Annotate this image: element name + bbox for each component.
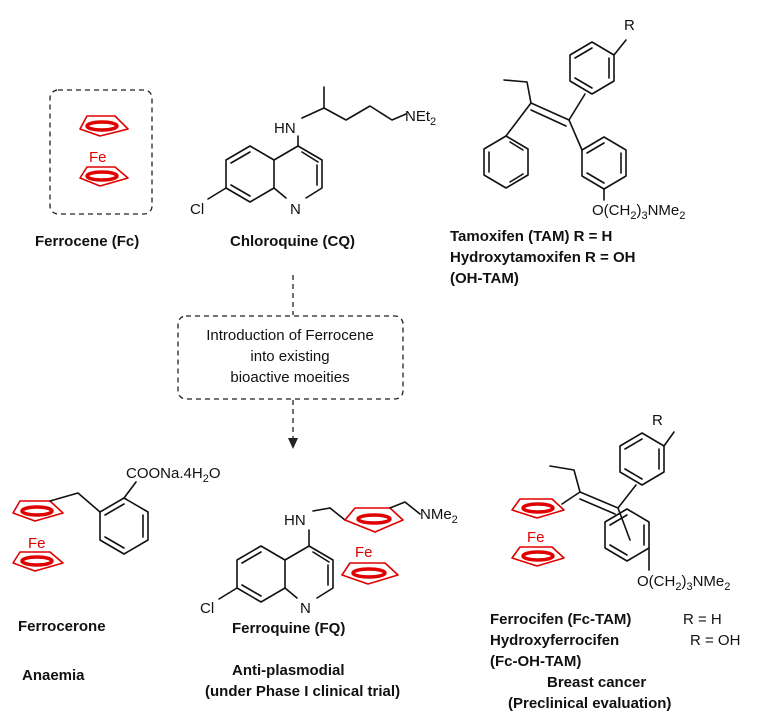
- fc-cp-ring-top: [12, 500, 64, 522]
- fe-label: Fe: [89, 149, 107, 166]
- fq-fe-label: Fe: [355, 544, 373, 561]
- tamoxifen-structure: R O(CH2)3NMe2: [483, 17, 685, 222]
- ferroquine-structure: Cl N HN NMe2 Fe: [200, 501, 458, 617]
- cq-cl-atom: Cl: [190, 201, 204, 218]
- phase1-label: (under Phase I clinical trial): [205, 683, 400, 700]
- ferrocifen-r-label: R = H: [683, 611, 722, 628]
- tam-ether-chain: O(CH2)3NMe2: [592, 202, 685, 222]
- fq-hn-atom: HN: [284, 512, 306, 529]
- cq-net-atom: NEt2: [405, 108, 436, 128]
- fcf-cp-ring-bottom: [511, 546, 565, 567]
- tam-r-atom: R: [624, 17, 635, 34]
- coona-group: COONa.4H2O: [126, 465, 220, 485]
- intro-line-2: into existing: [250, 348, 329, 365]
- fcf-fe-label: Fe: [527, 529, 545, 546]
- hydroxyferrocifen-r-label: R = OH: [690, 632, 740, 649]
- fq-cp-ring-top: [344, 507, 404, 533]
- ferrocifen-label: Ferrocifen (Fc-TAM): [490, 611, 631, 628]
- cp-ring-top: [79, 115, 129, 137]
- ferrocene-label: Ferrocene (Fc): [35, 233, 139, 250]
- antiplasmodial-label: Anti-plasmodial: [232, 662, 345, 679]
- ferrocene-structure: Fe: [49, 89, 153, 215]
- ferrocifen-structure: R Fe O(CH2)3NMe2: [511, 412, 730, 593]
- fcf-cp-ring-top: [511, 498, 565, 519]
- fc-fe-label: Fe: [28, 535, 46, 552]
- ferrocerone-structure: Fe COONa.4H2O: [12, 465, 220, 572]
- oh-tam-label: (OH-TAM): [450, 270, 519, 287]
- chloroquine-label: Chloroquine (CQ): [230, 233, 355, 250]
- hydroxytamoxifen-label: Hydroxytamoxifen R = OH: [450, 249, 635, 266]
- preclinical-label: (Preclinical evaluation): [508, 695, 671, 712]
- ferrocerone-label: Ferrocerone: [18, 618, 106, 635]
- fq-cp-ring-bottom: [341, 562, 399, 585]
- breast-cancer-label: Breast cancer: [547, 674, 646, 691]
- intro-line-1: Introduction of Ferrocene: [206, 327, 374, 344]
- fcf-ether-chain: O(CH2)3NMe2: [637, 573, 730, 593]
- intro-line-3: bioactive moeities: [230, 369, 349, 386]
- tamoxifen-label: Tamoxifen (TAM) R = H: [450, 228, 612, 245]
- arrow-head: [288, 438, 298, 449]
- intro-dashed-box: [177, 315, 404, 400]
- fq-n-atom: N: [300, 600, 311, 617]
- fcf-r-atom: R: [652, 412, 663, 429]
- ferroquine-label: Ferroquine (FQ): [232, 620, 345, 637]
- fc-cp-ring-bottom: [12, 551, 64, 572]
- anaemia-label: Anaemia: [22, 667, 85, 684]
- chloroquine-structure: Cl N HN NEt2: [190, 86, 436, 218]
- ferrocene-dashed-box: [49, 89, 153, 215]
- hydroxyferrocifen-label: Hydroxyferrocifen: [490, 632, 619, 649]
- cp-ring-bottom: [79, 166, 129, 187]
- cq-hn-atom: HN: [274, 120, 296, 137]
- cq-n-atom: N: [290, 201, 301, 218]
- fq-cl-atom: Cl: [200, 600, 214, 617]
- fc-oh-tam-label: (Fc-OH-TAM): [490, 653, 581, 670]
- fq-nme2-group: NMe2: [420, 506, 458, 526]
